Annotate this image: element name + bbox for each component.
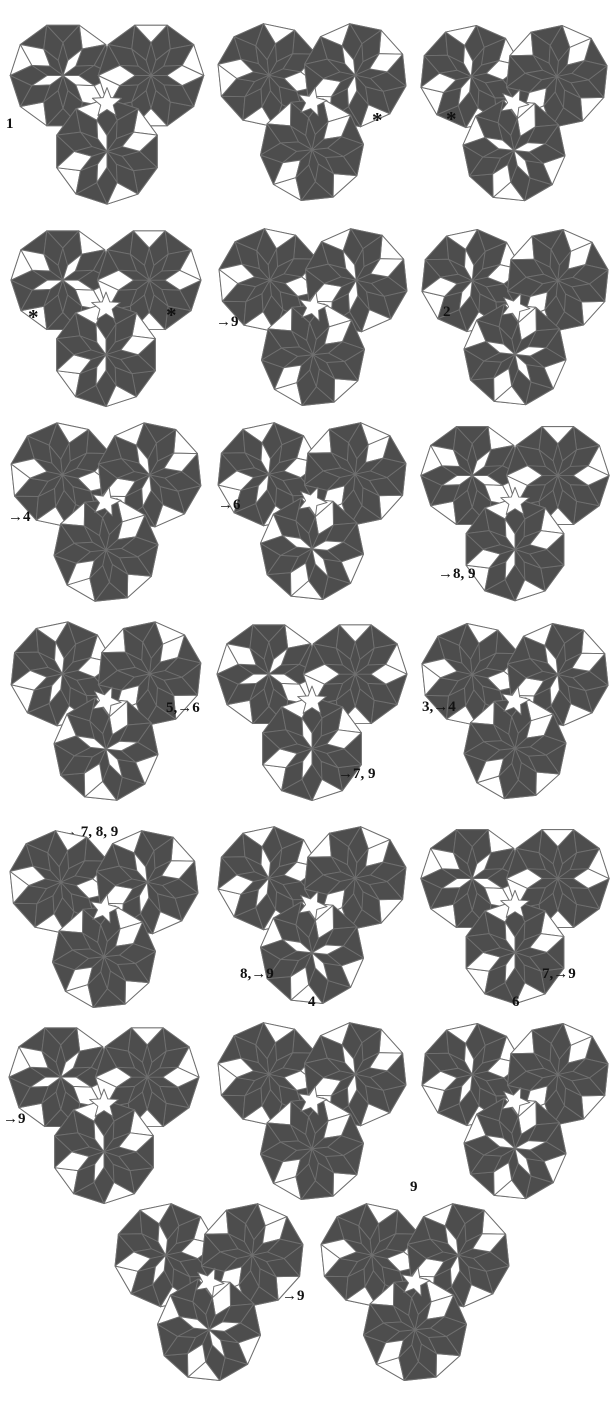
figure xyxy=(219,229,407,406)
light-tile xyxy=(536,772,560,795)
dark-tile xyxy=(221,833,245,857)
dark-tile xyxy=(470,378,494,401)
figure-label: →9 xyxy=(3,1111,26,1127)
figure xyxy=(421,830,609,1004)
dark-tile xyxy=(164,1354,188,1378)
figure-label: 3,→4 xyxy=(422,699,456,715)
figure xyxy=(218,423,406,600)
dark-tile xyxy=(267,573,291,597)
dark-tile xyxy=(61,773,85,797)
figure-label: →7, 9 xyxy=(338,766,376,782)
light-tile xyxy=(580,97,603,121)
asterisk-marker: * xyxy=(372,108,383,132)
light-tile xyxy=(511,1030,534,1054)
light-tile xyxy=(581,1095,604,1119)
dark-tile xyxy=(425,1030,448,1054)
light-tile xyxy=(174,430,198,454)
light-tile xyxy=(379,899,403,923)
figure xyxy=(321,1204,509,1381)
asterisk-marker: * xyxy=(28,305,39,329)
light-tile xyxy=(581,301,604,325)
light-tile xyxy=(511,236,534,260)
light-tile xyxy=(102,629,126,653)
dark-tile xyxy=(221,429,245,453)
light-tile xyxy=(125,981,149,1005)
figure xyxy=(422,1024,608,1199)
figure-label: →9 xyxy=(216,314,239,330)
figure xyxy=(10,25,204,204)
figure-label: →9 xyxy=(282,1288,305,1304)
dark-tile xyxy=(469,174,493,197)
figure-label: →8, 9 xyxy=(438,566,476,582)
figure xyxy=(115,1204,303,1381)
light-tile xyxy=(171,837,195,861)
dark-tile xyxy=(15,629,39,653)
figure-label: 6 xyxy=(512,994,520,1010)
dark-tile xyxy=(221,96,245,120)
figure xyxy=(11,423,201,601)
figure-label: 8,→9 xyxy=(240,966,274,982)
figure xyxy=(217,625,407,801)
dark-tile xyxy=(324,1276,348,1300)
light-tile xyxy=(127,574,151,598)
figure-label: 9 xyxy=(410,1179,418,1195)
figure-label: 7,→9 xyxy=(542,966,576,982)
light-tile xyxy=(510,32,533,56)
light-tile xyxy=(379,1029,403,1053)
light-tile xyxy=(308,429,332,453)
light-tile xyxy=(482,1210,506,1234)
light-tile xyxy=(379,30,403,54)
dark-tile xyxy=(13,903,37,927)
light-tile xyxy=(333,174,357,198)
light-tile xyxy=(334,379,358,403)
figure xyxy=(218,1023,406,1200)
light-tile xyxy=(380,235,404,259)
asterisk-marker: * xyxy=(166,303,177,327)
dark-tile xyxy=(425,236,448,260)
figure-label: 4 xyxy=(308,994,316,1010)
light-tile xyxy=(205,1210,229,1234)
asterisk-marker: * xyxy=(446,107,457,131)
figure-label: 1 xyxy=(6,116,14,132)
figure xyxy=(9,1028,199,1204)
figure-label: 5,→6 xyxy=(166,700,200,716)
figure-label: →6 xyxy=(218,497,241,513)
dark-tile xyxy=(470,1172,494,1195)
figure-label: 2 xyxy=(443,304,451,320)
light-tile xyxy=(581,630,604,654)
light-tile xyxy=(333,1173,357,1197)
light-tile xyxy=(308,833,332,857)
light-tile xyxy=(379,495,403,519)
figure-label: →4 xyxy=(8,509,31,525)
light-tile xyxy=(436,1354,460,1378)
dark-tile xyxy=(221,1095,245,1119)
dark-tile xyxy=(424,32,447,56)
dark-tile xyxy=(118,1210,142,1234)
figure xyxy=(10,831,198,1008)
